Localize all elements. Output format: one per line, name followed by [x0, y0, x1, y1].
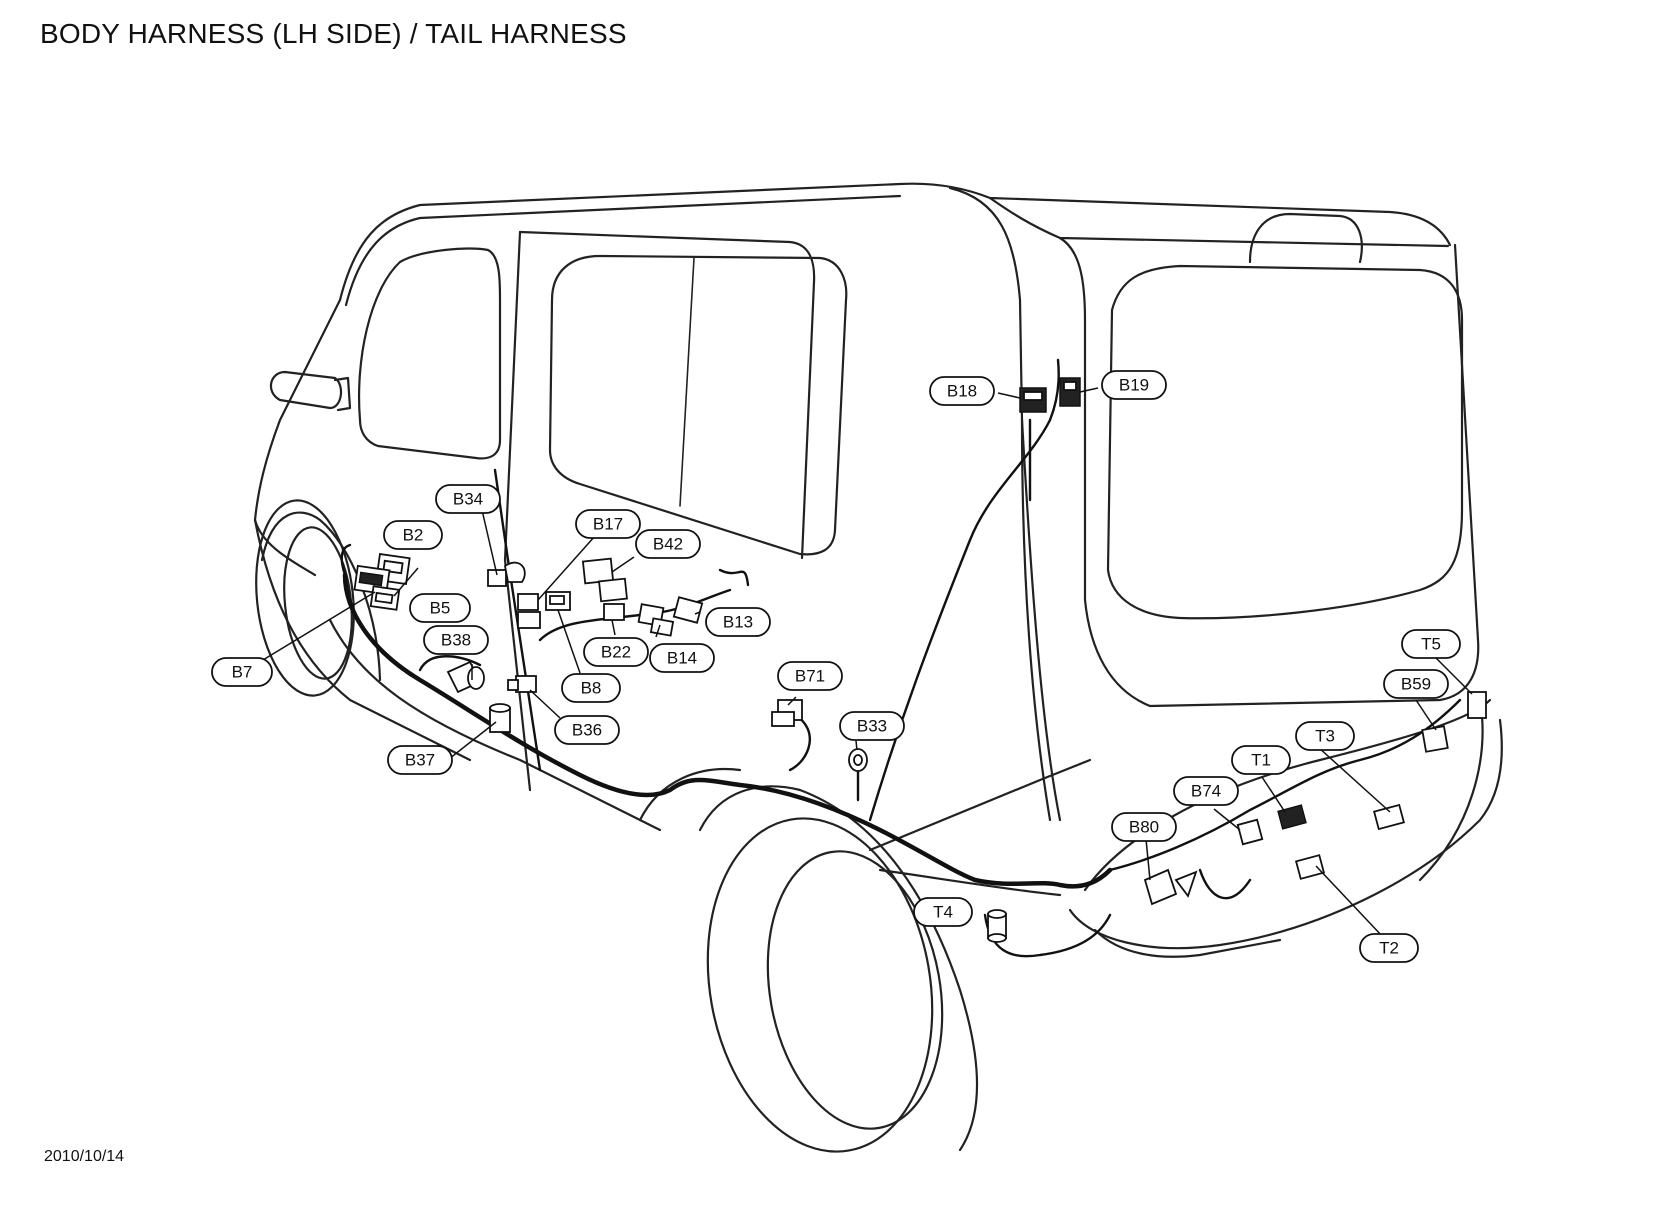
label-b36: B36	[572, 721, 602, 740]
vehicle-body-outline	[253, 182, 1503, 958]
callout-b74: B74	[1173, 776, 1239, 806]
callout-b38: B38	[423, 625, 489, 655]
callout-t5: T5	[1401, 629, 1461, 659]
connector-b13	[672, 596, 704, 624]
callout-b36: B36	[554, 715, 620, 745]
label-b14: B14	[667, 649, 697, 668]
rear-wheel	[638, 768, 978, 1153]
label-b71: B71	[795, 667, 825, 686]
connector-b71	[771, 699, 803, 727]
label-t2: T2	[1379, 939, 1399, 958]
label-b42: B42	[653, 535, 683, 554]
front-wheel	[255, 499, 382, 697]
callout-t1: T1	[1231, 745, 1291, 775]
connector-b8	[545, 591, 571, 611]
callout-t3: T3	[1295, 721, 1355, 751]
label-b33: B33	[857, 717, 887, 736]
connector-b80	[1143, 868, 1198, 906]
callout-b2: B2	[383, 520, 443, 550]
callout-b71: B71	[777, 661, 843, 691]
callout-b37: B37	[387, 745, 453, 775]
callout-b80: B80	[1111, 812, 1177, 842]
label-b5: B5	[430, 599, 451, 618]
label-b19: B19	[1119, 376, 1149, 395]
connector-b38	[446, 660, 485, 694]
connector-b5	[369, 585, 401, 611]
callout-b42: B42	[635, 529, 701, 559]
connector-b37	[489, 703, 511, 733]
leader-lines	[257, 387, 1473, 938]
callout-t2: T2	[1359, 933, 1419, 963]
callout-b13: B13	[705, 607, 771, 637]
label-b37: B37	[405, 751, 435, 770]
label-b74: B74	[1191, 782, 1221, 801]
connector-b36	[507, 675, 537, 693]
callout-b59: B59	[1383, 669, 1449, 699]
connector-t4	[987, 909, 1007, 943]
connector-b14	[637, 603, 675, 637]
connector-t2	[1294, 854, 1326, 880]
connector-b42	[581, 557, 628, 603]
connector-b18	[1019, 387, 1047, 413]
label-b2: B2	[403, 526, 424, 545]
connector-b74	[1236, 818, 1264, 846]
label-b80: B80	[1129, 818, 1159, 837]
connector-b19	[1059, 377, 1081, 407]
label-b34: B34	[453, 490, 483, 509]
diagram-date: 2010/10/14	[44, 1148, 125, 1165]
callout-b7: B7	[211, 657, 273, 687]
connectors	[353, 377, 1487, 943]
connector-b22	[603, 603, 625, 621]
label-b22: B22	[601, 643, 631, 662]
connector-t5	[1467, 691, 1487, 719]
callout-b34: B34	[435, 484, 501, 514]
connector-b34	[487, 561, 526, 587]
callout-b18: B18	[929, 376, 995, 406]
label-b18: B18	[947, 382, 977, 401]
callout-b33: B33	[839, 711, 905, 741]
label-t3: T3	[1315, 727, 1335, 746]
connector-t3	[1373, 803, 1405, 831]
label-b7: B7	[232, 663, 253, 682]
label-t1: T1	[1251, 751, 1271, 770]
callout-b14: B14	[649, 643, 715, 673]
callout-b8: B8	[561, 673, 621, 703]
callout-b19: B19	[1101, 370, 1167, 400]
label-b17: B17	[593, 515, 623, 534]
diagram-title: BODY HARNESS (LH SIDE) / TAIL HARNESS	[40, 18, 627, 49]
label-t4: T4	[933, 903, 953, 922]
label-t5: T5	[1421, 635, 1441, 654]
label-b38: B38	[441, 631, 471, 650]
label-b59: B59	[1401, 675, 1431, 694]
connector-b33	[848, 748, 868, 772]
callout-t4: T4	[913, 897, 973, 927]
connector-b17	[517, 593, 541, 629]
label-b8: B8	[581, 679, 602, 698]
callout-b22: B22	[583, 637, 649, 667]
callout-b17: B17	[575, 509, 641, 539]
callout-b5: B5	[409, 593, 471, 623]
connector-b59	[1421, 725, 1449, 753]
label-b13: B13	[723, 613, 753, 632]
